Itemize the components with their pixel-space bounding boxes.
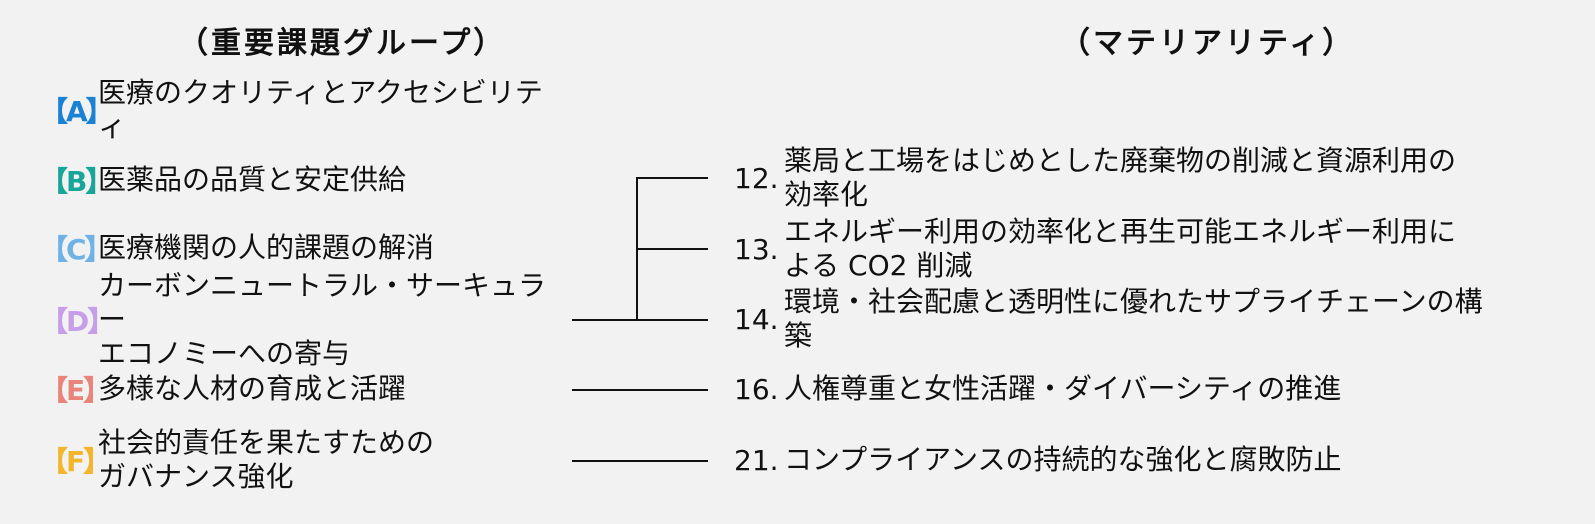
connector-to-13 — [636, 248, 708, 250]
group-d-badge: 【D】 — [40, 305, 115, 338]
materiality-13: 13. エネルギー利用の効率化と再生可能エネルギー利用に よる CO2 削減 — [734, 215, 1554, 283]
materiality-14: 14. 環境・社会配慮と透明性に優れたサプライチェーンの構 築 — [734, 285, 1554, 353]
connector-e-to-16 — [572, 389, 708, 391]
group-e-badge: 【E】 — [40, 374, 111, 407]
connector-d-to-14 — [572, 319, 708, 321]
materiality-12-number: 12. — [734, 161, 779, 195]
materiality-12: 12. 薬局と工場をはじめとした廃棄物の削減と資源利用の 効率化 — [734, 144, 1554, 212]
materiality-12-text: 薬局と工場をはじめとした廃棄物の削減と資源利用の 効率化 — [784, 144, 1457, 211]
materiality-14-number: 14. — [734, 302, 779, 336]
materiality-21-number: 21. — [734, 443, 779, 477]
group-b-badge: 【B】 — [40, 165, 113, 198]
header-issue-groups: （重要課題グループ） — [178, 26, 507, 61]
group-f-text: 社会的責任を果たすための ガバナンス強化 — [98, 426, 435, 493]
group-a-text: 医療のクオリティとアクセシビリティ — [98, 76, 543, 143]
group-c-text: 医療機関の人的課題の解消 — [98, 231, 435, 264]
materiality-13-text: エネルギー利用の効率化と再生可能エネルギー利用に よる CO2 削減 — [784, 215, 1457, 282]
group-d: 【D】 カーボンニュートラル・サーキュラー エコノミーへの寄与 — [40, 269, 560, 370]
connector-f-to-21 — [572, 460, 708, 462]
group-f: 【F】 社会的責任を果たすための ガバナンス強化 — [40, 426, 560, 494]
materiality-21-text: コンプライアンスの持続的な強化と腐敗防止 — [784, 443, 1342, 476]
materiality-13-number: 13. — [734, 232, 779, 266]
group-e-text: 多様な人材の育成と活躍 — [98, 372, 407, 405]
materiality-16-text: 人権尊重と女性活躍・ダイバーシティの推進 — [784, 372, 1342, 405]
materiality-16-number: 16. — [734, 372, 779, 406]
materiality-14-text: 環境・社会配慮と透明性に優れたサプライチェーンの構 築 — [784, 285, 1483, 352]
group-c: 【C】 医療機関の人的課題の解消 — [40, 228, 560, 268]
group-a: 【A】 医療のクオリティとアクセシビリティ — [40, 76, 560, 143]
group-a-badge: 【A】 — [40, 95, 114, 128]
group-b: 【B】 医薬品の品質と安定供給 — [40, 160, 560, 200]
group-e: 【E】 多様な人材の育成と活躍 — [40, 369, 560, 409]
connector-to-12 — [636, 177, 708, 179]
materiality-16: 16. 人権尊重と女性活躍・ダイバーシティの推進 — [734, 369, 1554, 409]
materiality-21: 21. コンプライアンスの持続的な強化と腐敗防止 — [734, 440, 1554, 480]
group-b-text: 医薬品の品質と安定供給 — [98, 163, 407, 196]
header-materiality: （マテリアリティ） — [1060, 26, 1356, 61]
group-f-badge: 【F】 — [40, 445, 111, 478]
group-c-badge: 【C】 — [40, 233, 113, 266]
group-d-text: カーボンニュートラル・サーキュラー エコノミーへの寄与 — [98, 269, 547, 370]
